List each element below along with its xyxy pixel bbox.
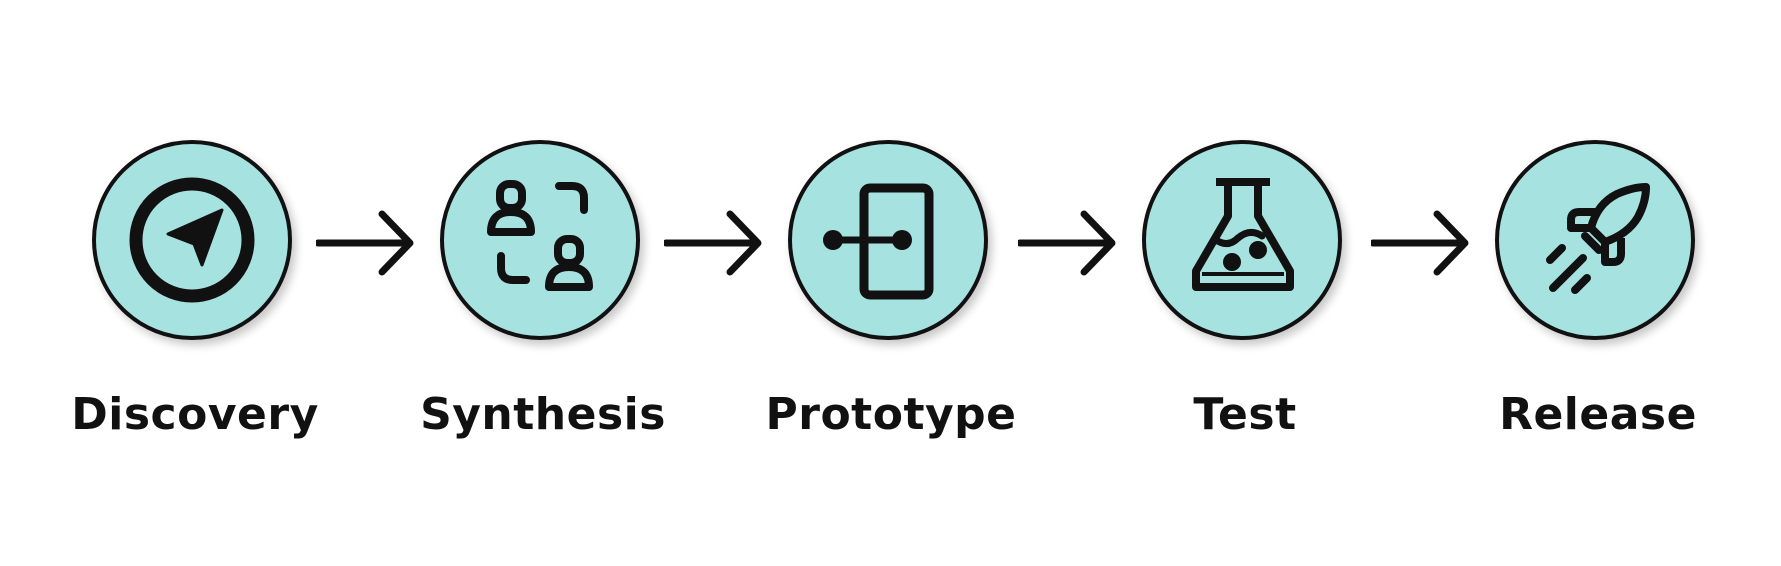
prototype-frame-icon — [823, 183, 934, 300]
stage-label-discovery: Discovery — [71, 389, 319, 440]
stage-circle — [92, 140, 292, 340]
stage-circle — [788, 140, 988, 340]
stage-label-release: Release — [1499, 389, 1697, 440]
stage-release — [1495, 140, 1701, 346]
compass-icon — [129, 177, 255, 303]
arrow-right-icon — [316, 210, 414, 276]
arrow-right-icon — [664, 210, 762, 276]
stage-circle — [440, 140, 640, 340]
stage-circle — [1142, 140, 1342, 340]
stage-test — [1142, 140, 1348, 346]
users-swap-icon — [487, 180, 593, 291]
flask-icon — [1192, 178, 1294, 291]
rocket-icon — [1546, 183, 1650, 294]
arrow-right-icon — [1371, 210, 1469, 276]
stage-label-prototype: Prototype — [765, 389, 1017, 440]
stage-label-test: Test — [1193, 389, 1297, 440]
arrow-right-icon — [1018, 210, 1116, 276]
stage-circle — [1495, 140, 1695, 340]
stage-prototype — [788, 140, 994, 346]
stage-discovery — [92, 140, 298, 346]
stage-synthesis — [440, 140, 646, 346]
stage-label-synthesis: Synthesis — [420, 389, 666, 440]
